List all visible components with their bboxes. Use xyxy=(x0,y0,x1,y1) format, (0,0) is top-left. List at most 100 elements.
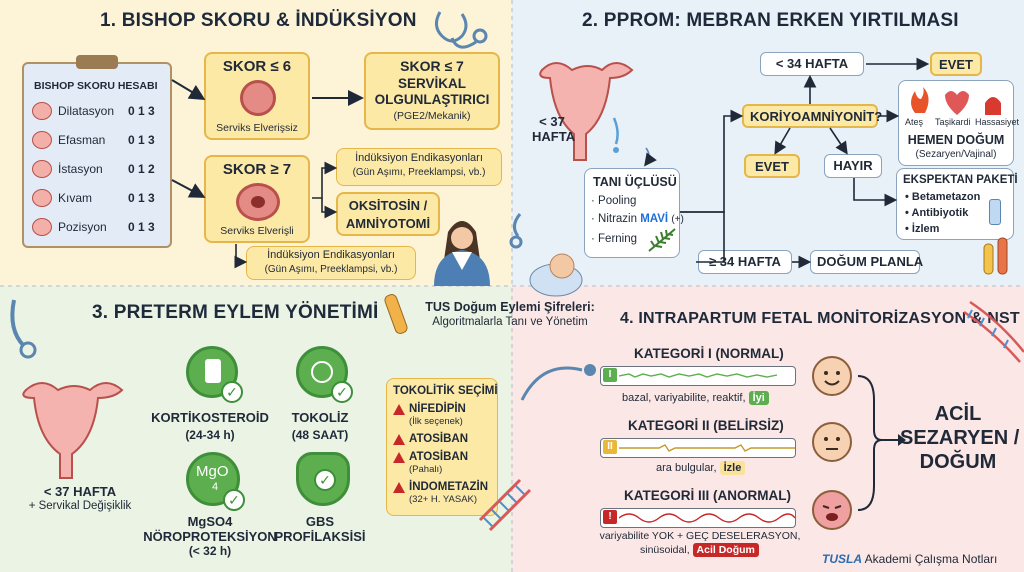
outcome-line1: ACİL xyxy=(934,403,982,425)
oxytocin-line2: AMNİYOTOMİ xyxy=(345,216,431,231)
indication-top-line2: (Gün Aşımı, Preeklampsi, vb.) xyxy=(352,167,486,178)
cat3-desc2: sinüsoidal, xyxy=(640,544,690,556)
indication-top-box: İndüksiyon Endikasyonları (Gün Aşımı, Pr… xyxy=(336,148,502,186)
fern-icon xyxy=(648,228,676,252)
package-izlem: • İzlem xyxy=(905,223,940,235)
hayir-pill: HAYIR xyxy=(824,154,882,178)
mgso4-label-line1: MgSO4 xyxy=(187,514,233,529)
oxytocin-line1: OKSİTOSİN / xyxy=(348,198,428,213)
symptom-hassasiyet: Hassasiyet xyxy=(975,117,1020,127)
symptom-box: Ateş Taşikardi Hassasiyet HEMEN DOĞUM (S… xyxy=(898,80,1019,166)
center-caption-line2: Algoritmalarla Tanı ve Yönetim xyxy=(432,316,588,328)
bishop-row-label: Pozisyon xyxy=(58,220,107,234)
preterm-uterus-label-line1: < 37 HAFTA xyxy=(43,484,117,499)
triad-ferning: · Ferning xyxy=(591,233,638,245)
tocolytic-item-sub: (Pahalı) xyxy=(409,464,443,475)
triad-mavi: MAVİ xyxy=(640,213,669,225)
cat1-tag: İyi xyxy=(748,391,769,405)
package-title: EKSPEKTAN PAKETİ xyxy=(903,174,1018,186)
symptom-tasikardi: Taşikardi xyxy=(935,117,971,127)
center-caption: TUS Doğum Eylemi Şifreleri: Algoritmalar… xyxy=(400,300,620,330)
triad-box: TANI ÜÇLÜSÜ · Pooling · Nitrazin MAVİ (+… xyxy=(584,168,684,258)
cat1-title: KATEGORİ I (NORMAL) xyxy=(634,346,784,361)
oxytocin-box: OKSİTOSİN / AMNİYOTOMİ xyxy=(336,192,440,236)
indication-bottom-box: İndüksiyon Endikasyonları (Gün Aşımı, Pr… xyxy=(246,246,416,280)
tocolytic-item-name: İNDOMETAZİN xyxy=(409,481,489,493)
cat3-tag: Acil Doğum xyxy=(692,543,759,557)
shield-icon: ✓ xyxy=(296,452,350,506)
evet-pill: EVET xyxy=(744,154,800,178)
section2-title: 2. PPROM: MEBRAN ERKEN YIRTILMASI xyxy=(582,10,959,31)
heart-icon xyxy=(945,91,969,115)
cervical-ripening-box: SKOR ≤ 7 SERVİKAL OLGUNLAŞTIRICI (PGE2/M… xyxy=(364,52,500,130)
package-antibiyotik: • Antibiyotik xyxy=(905,207,969,219)
mgso4-label-line2: NÖROPROTEKSİYON xyxy=(143,529,277,544)
ripening-title: SKOR ≤ 7 xyxy=(400,58,464,74)
preterm-uterus-label-line2: + Servikal Değişiklik xyxy=(28,500,132,512)
triad-plus: (+) xyxy=(671,214,684,225)
vial-icon xyxy=(989,199,1001,225)
tocolysis-label: TOKOLİZ xyxy=(291,410,349,425)
bishop-row-label: Efasman xyxy=(58,133,106,147)
preterm-uterus-label: < 37 HAFTA + Servikal Değişiklik xyxy=(20,484,140,514)
indication-bottom-line2: (Gün Aşımı, Preeklampsi, vb.) xyxy=(264,264,398,275)
corticosteroid-sub: (24-34 h) xyxy=(185,428,235,442)
section3-title: 3. PRETERM EYLEM YÖNETİMİ xyxy=(92,302,379,323)
happy-baby-face-icon xyxy=(812,356,852,396)
bishop-row-scores: 0 1 3 xyxy=(128,133,155,147)
center-caption-line1: TUS Doğum Eylemi Şifreleri: xyxy=(425,300,595,314)
korio-box: KORİYOAMNİYONİT? xyxy=(742,104,882,128)
outcome-line2: SEZARYEN / xyxy=(900,427,1020,449)
delivery-sub: (Sezaryen/Vajinal) xyxy=(915,149,997,160)
crying-baby-face-icon xyxy=(812,490,852,530)
expectant-package-box: EKSPEKTAN PAKETİ • Betametazon • Antibiy… xyxy=(896,168,1018,240)
ripening-sub: (PGE2/Mekanik) xyxy=(393,110,471,122)
score-high-box: SKOR ≥ 7 Serviks Elverişli xyxy=(204,155,310,243)
tocolytic-item-sub: (İlk seçenek) xyxy=(409,416,463,427)
triad-nitrazin-label: · Nitrazin xyxy=(591,213,638,225)
mgso4-label: MgSO4 NÖROPROTEKSİYON (< 32 h) xyxy=(140,514,280,559)
brand-footer: TUSLA Akademi Çalışma Notları xyxy=(822,552,997,566)
cat3-marker: ! xyxy=(603,510,617,524)
clipboard-clip xyxy=(76,55,118,69)
score-low-title: SKOR ≤ 6 xyxy=(222,58,292,75)
gbs-label: GBS PROFİLAKSİSİ xyxy=(270,514,370,544)
ripening-line2: OLGUNLAŞTIRICI xyxy=(374,92,490,107)
corticosteroid-icon: ✓ xyxy=(186,346,243,403)
score-high-title: SKOR ≥ 7 xyxy=(222,161,292,178)
clipboard-title: BISHOP SKORU HESABI xyxy=(34,80,158,92)
position-icon xyxy=(32,218,52,236)
cat3-title: KATEGORİ III (ANORMAL) xyxy=(624,488,791,503)
cat3-desc2-row: sinüsoidal, Acil Doğum xyxy=(640,543,759,557)
effacement-icon xyxy=(32,131,52,149)
gbs-label-line1: GBS xyxy=(305,514,335,529)
evet-top-pill: EVET xyxy=(930,52,982,76)
symptom-icons xyxy=(911,87,1001,115)
bishop-row-scores: 0 1 2 xyxy=(128,162,155,176)
delivery-title: HEMEN DOĞUM xyxy=(907,133,1005,147)
pprom-uterus-label-line1: < 37 xyxy=(539,114,565,129)
tocolysis-clock-icon: ✓ xyxy=(296,346,353,403)
score-low-caption: Serviks Elverişsiz xyxy=(216,122,298,134)
cat2-tag: İzle xyxy=(719,461,746,475)
bishop-row-scores: 0 1 3 xyxy=(128,104,155,118)
station-icon xyxy=(32,160,52,178)
brand-logo: TUSLA xyxy=(822,552,862,566)
cat1-desc-text: bazal, variyabilite, reaktif, xyxy=(622,392,746,404)
ripening-line1: SERVİKAL xyxy=(397,76,466,91)
cat2-desc-text: ara bulgular, xyxy=(656,462,717,474)
cat1-desc: bazal, variyabilite, reaktif, İyi xyxy=(622,391,769,405)
gbs-label-line2: PROFİLAKSİSİ xyxy=(274,529,366,544)
tocolytic-warning-icon xyxy=(393,404,405,415)
triad-title: TANI ÜÇLÜSÜ xyxy=(593,175,677,189)
mgso4-icon: MgO 4 ✓ xyxy=(186,452,245,511)
tocolytic-item-sub: (32+ H. YASAK) xyxy=(409,494,478,505)
tocolytic-warning-icon xyxy=(393,434,405,445)
symptom-ates: Ateş xyxy=(905,117,924,127)
mgso4-icon-sub: 4 xyxy=(212,481,219,493)
tocolytic-warning-icon xyxy=(393,482,405,493)
bishop-row-scores: 0 1 3 xyxy=(128,220,155,234)
triad-nitrazin: · Nitrazin MAVİ (+) xyxy=(591,213,684,225)
pprom-uterus-label: < 37 HAFTA xyxy=(532,114,575,144)
